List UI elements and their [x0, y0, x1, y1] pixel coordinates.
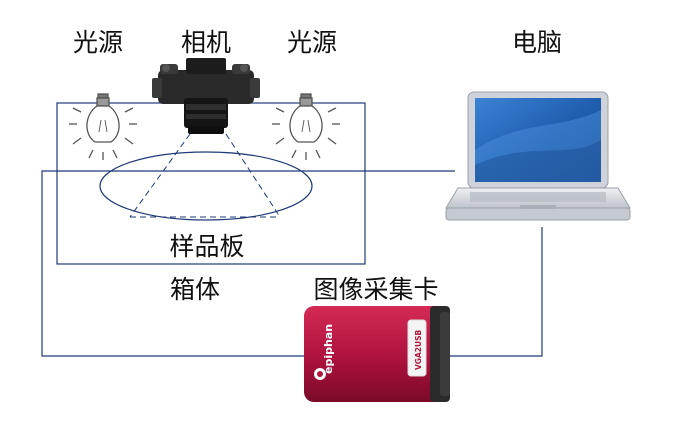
- label-light-right: 光源: [287, 28, 337, 57]
- label-capture-card: 图像采集卡: [313, 275, 438, 304]
- device-model-text: VGA2USB: [414, 330, 423, 370]
- device-brand-text: epiphan: [322, 324, 335, 374]
- capture-card-device-icon: [304, 306, 450, 402]
- laptop-icon: [445, 91, 631, 221]
- sample-board-ellipse: [99, 151, 313, 221]
- label-computer: 电脑: [512, 28, 562, 57]
- light-bulb-right-icon: [272, 93, 340, 160]
- label-camera: 相机: [181, 28, 231, 57]
- label-sample-board: 样品板: [169, 232, 244, 261]
- camera-view-lines: [129, 133, 281, 218]
- light-bulb-left-icon: [69, 93, 137, 160]
- camera-icon: [152, 58, 260, 134]
- label-light-left: 光源: [73, 28, 123, 57]
- cable-laptop-to-card: [41, 170, 455, 357]
- cable-card-to-laptop: [450, 227, 543, 357]
- label-box: 箱体: [170, 275, 220, 304]
